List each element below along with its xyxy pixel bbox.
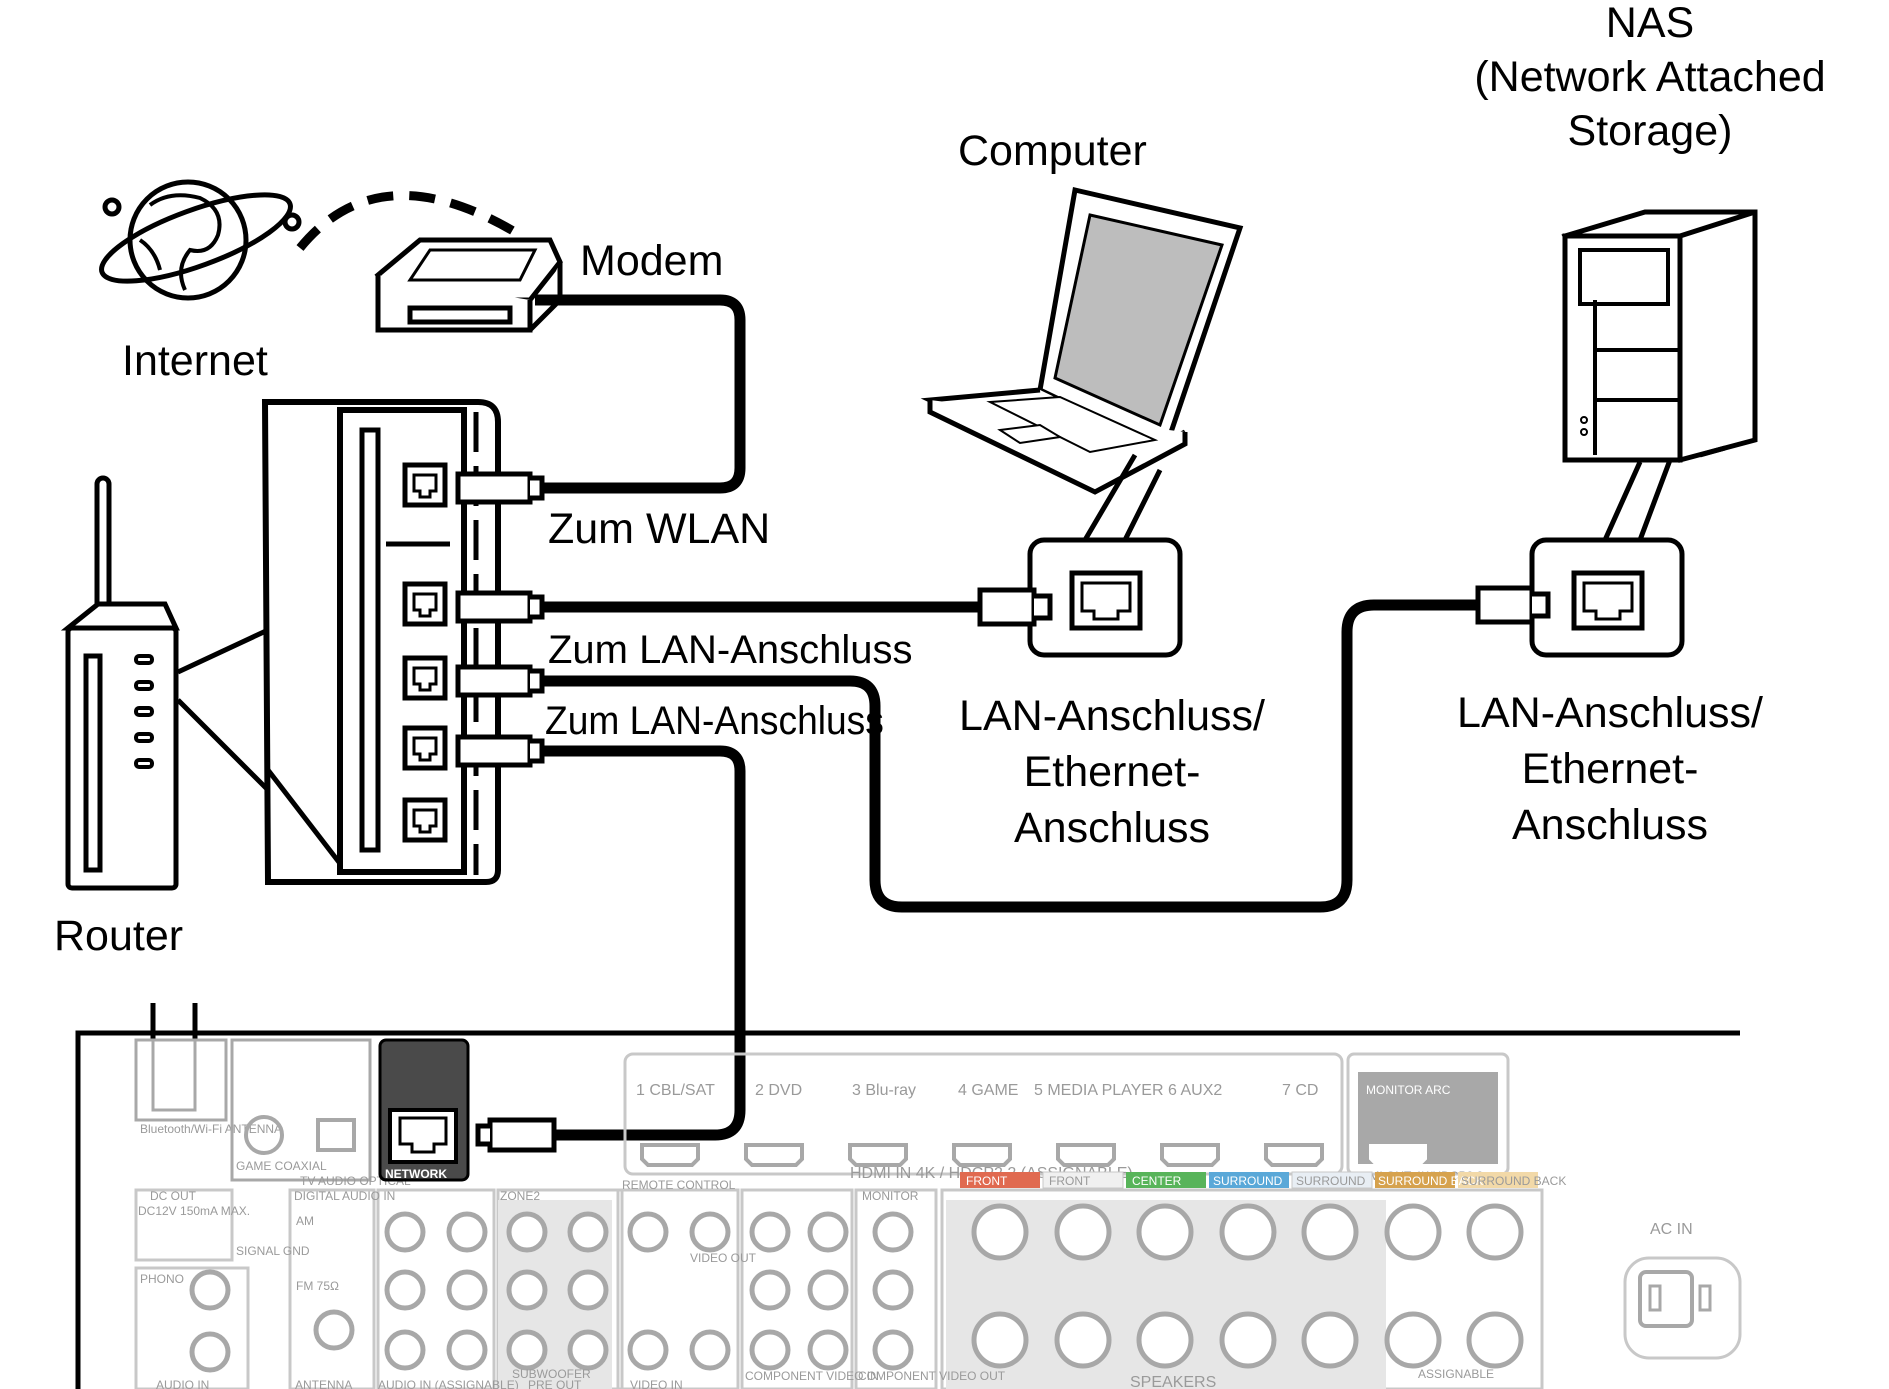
svg-text:Ethernet-: Ethernet- — [1024, 748, 1201, 796]
svg-text:SURROUND: SURROUND — [1296, 1174, 1366, 1188]
computer-label: Computer — [958, 127, 1147, 175]
assignable-label: ASSIGNABLE — [1418, 1367, 1494, 1381]
router-cable-plugs — [455, 471, 545, 768]
dc-out-label: DC OUT — [150, 1189, 197, 1203]
monitor-arc-label: MONITOR ARC — [1366, 1083, 1451, 1097]
video-in-label: VIDEO IN — [630, 1378, 683, 1389]
svg-text:5 MEDIA PLAYER: 5 MEDIA PLAYER — [1034, 1082, 1164, 1099]
svg-text:Anschluss: Anschluss — [1014, 804, 1210, 852]
svg-text:CENTER: CENTER — [1132, 1174, 1182, 1188]
component-video-in-label: COMPONENT VIDEO IN — [745, 1369, 879, 1383]
svg-text:6 AUX2: 6 AUX2 — [1168, 1082, 1222, 1099]
svg-text:Ethernet-: Ethernet- — [1522, 745, 1699, 793]
computer-cable-plug — [977, 587, 1053, 627]
internet-label: Internet — [122, 337, 268, 385]
component-video-out-label: COMPONENT VIDEO OUT — [858, 1369, 1006, 1383]
zum-lan-label-1: Zum LAN-Anschluss — [548, 628, 913, 672]
audio-in-label: AUDIO IN — [156, 1378, 209, 1389]
svg-text:Anschluss: Anschluss — [1512, 801, 1708, 849]
receiver-cable-plug — [475, 1117, 557, 1153]
computer-laptop-icon — [920, 186, 1244, 495]
svg-text:SURROUND: SURROUND — [1213, 1174, 1283, 1188]
fm-label: FM 75Ω — [296, 1279, 339, 1293]
svg-text:7 CD: 7 CD — [1282, 1082, 1318, 1099]
modem-router-cable — [535, 294, 746, 494]
signal-gnd-label: SIGNAL GND — [236, 1244, 310, 1258]
router-label: Router — [54, 912, 183, 960]
nas-cable-plug — [1475, 585, 1551, 625]
modem-label: Modem — [580, 237, 723, 285]
phono-label: PHONO — [140, 1272, 184, 1286]
subwoofer-label: SUBWOOFER — [512, 1367, 591, 1381]
nas-port-label: LAN-Anschluss/ Ethernet- Anschluss — [1457, 689, 1763, 849]
svg-text:4 GAME: 4 GAME — [958, 1082, 1018, 1099]
zum-lan-label-2: Zum LAN-Anschluss — [545, 699, 884, 744]
nas-port-callout — [1529, 459, 1685, 658]
video-out-label: VIDEO OUT — [690, 1251, 757, 1265]
av-receiver-rear-panel: Bluetooth/Wi-Fi ANTENNA GAME COAXIAL TV … — [75, 1003, 1742, 1389]
nas-label-line3: Storage) — [1568, 107, 1733, 155]
router-nas-cable — [540, 599, 1480, 913]
nas-label-line2: (Network Attached — [1474, 53, 1825, 101]
nas-tower-icon — [1561, 209, 1758, 463]
zone2-label: ZONE2 — [500, 1189, 540, 1203]
am-label: AM — [296, 1214, 314, 1228]
svg-text:2 DVD: 2 DVD — [755, 1082, 802, 1099]
svg-text:SURROUND BACK: SURROUND BACK — [1461, 1174, 1566, 1188]
audio-in-assignable-label: AUDIO IN (ASSIGNABLE) — [378, 1378, 519, 1389]
dc-spec-label: DC12V 150mA MAX. — [138, 1204, 250, 1218]
internet-globe-icon — [99, 179, 302, 301]
svg-text:FRONT: FRONT — [966, 1174, 1008, 1188]
monitor-label: MONITOR — [862, 1189, 919, 1203]
svg-text:LAN-Anschluss/: LAN-Anschluss/ — [959, 692, 1265, 740]
router-icon — [60, 475, 180, 891]
router-lan-port-icons — [402, 462, 448, 843]
zum-wlan-label: Zum WLAN — [548, 505, 770, 553]
digital-audio-in-label: DIGITAL AUDIO IN — [294, 1189, 395, 1203]
hdmi-input-labels: 1 CBL/SAT 2 DVD 3 Blu-ray 4 GAME 5 MEDIA… — [636, 1082, 1318, 1099]
game-coaxial-label: GAME COAXIAL — [236, 1159, 327, 1173]
computer-port-label: LAN-Anschluss/ Ethernet- Anschluss — [959, 692, 1265, 852]
ac-in-label: AC IN — [1650, 1221, 1693, 1238]
nas-label-line1: NAS — [1606, 0, 1694, 47]
computer-port-callout — [1027, 453, 1183, 658]
router-zoom-callout — [176, 627, 270, 792]
modem-icon — [374, 237, 563, 333]
router-receiver-cable — [540, 745, 746, 1141]
network-label: NETWORK — [385, 1167, 447, 1181]
svg-text:FRONT: FRONT — [1049, 1174, 1091, 1188]
svg-text:SURROUND BACK: SURROUND BACK — [1378, 1174, 1483, 1188]
pre-out-label: PRE OUT — [528, 1378, 582, 1389]
speaker-group-labels: FRONT FRONT CENTER SURROUND SURROUND SUR… — [966, 1174, 1566, 1188]
bt-antenna-label: Bluetooth/Wi-Fi ANTENNA — [140, 1122, 282, 1136]
svg-text:3 Blu-ray: 3 Blu-ray — [852, 1082, 916, 1099]
svg-text:1 CBL/SAT: 1 CBL/SAT — [636, 1082, 715, 1099]
speakers-label: SPEAKERS — [1130, 1374, 1216, 1389]
remote-control-label: REMOTE CONTROL — [622, 1178, 736, 1192]
antenna-label: ANTENNA — [295, 1378, 352, 1389]
svg-text:LAN-Anschluss/: LAN-Anschluss/ — [1457, 689, 1763, 737]
